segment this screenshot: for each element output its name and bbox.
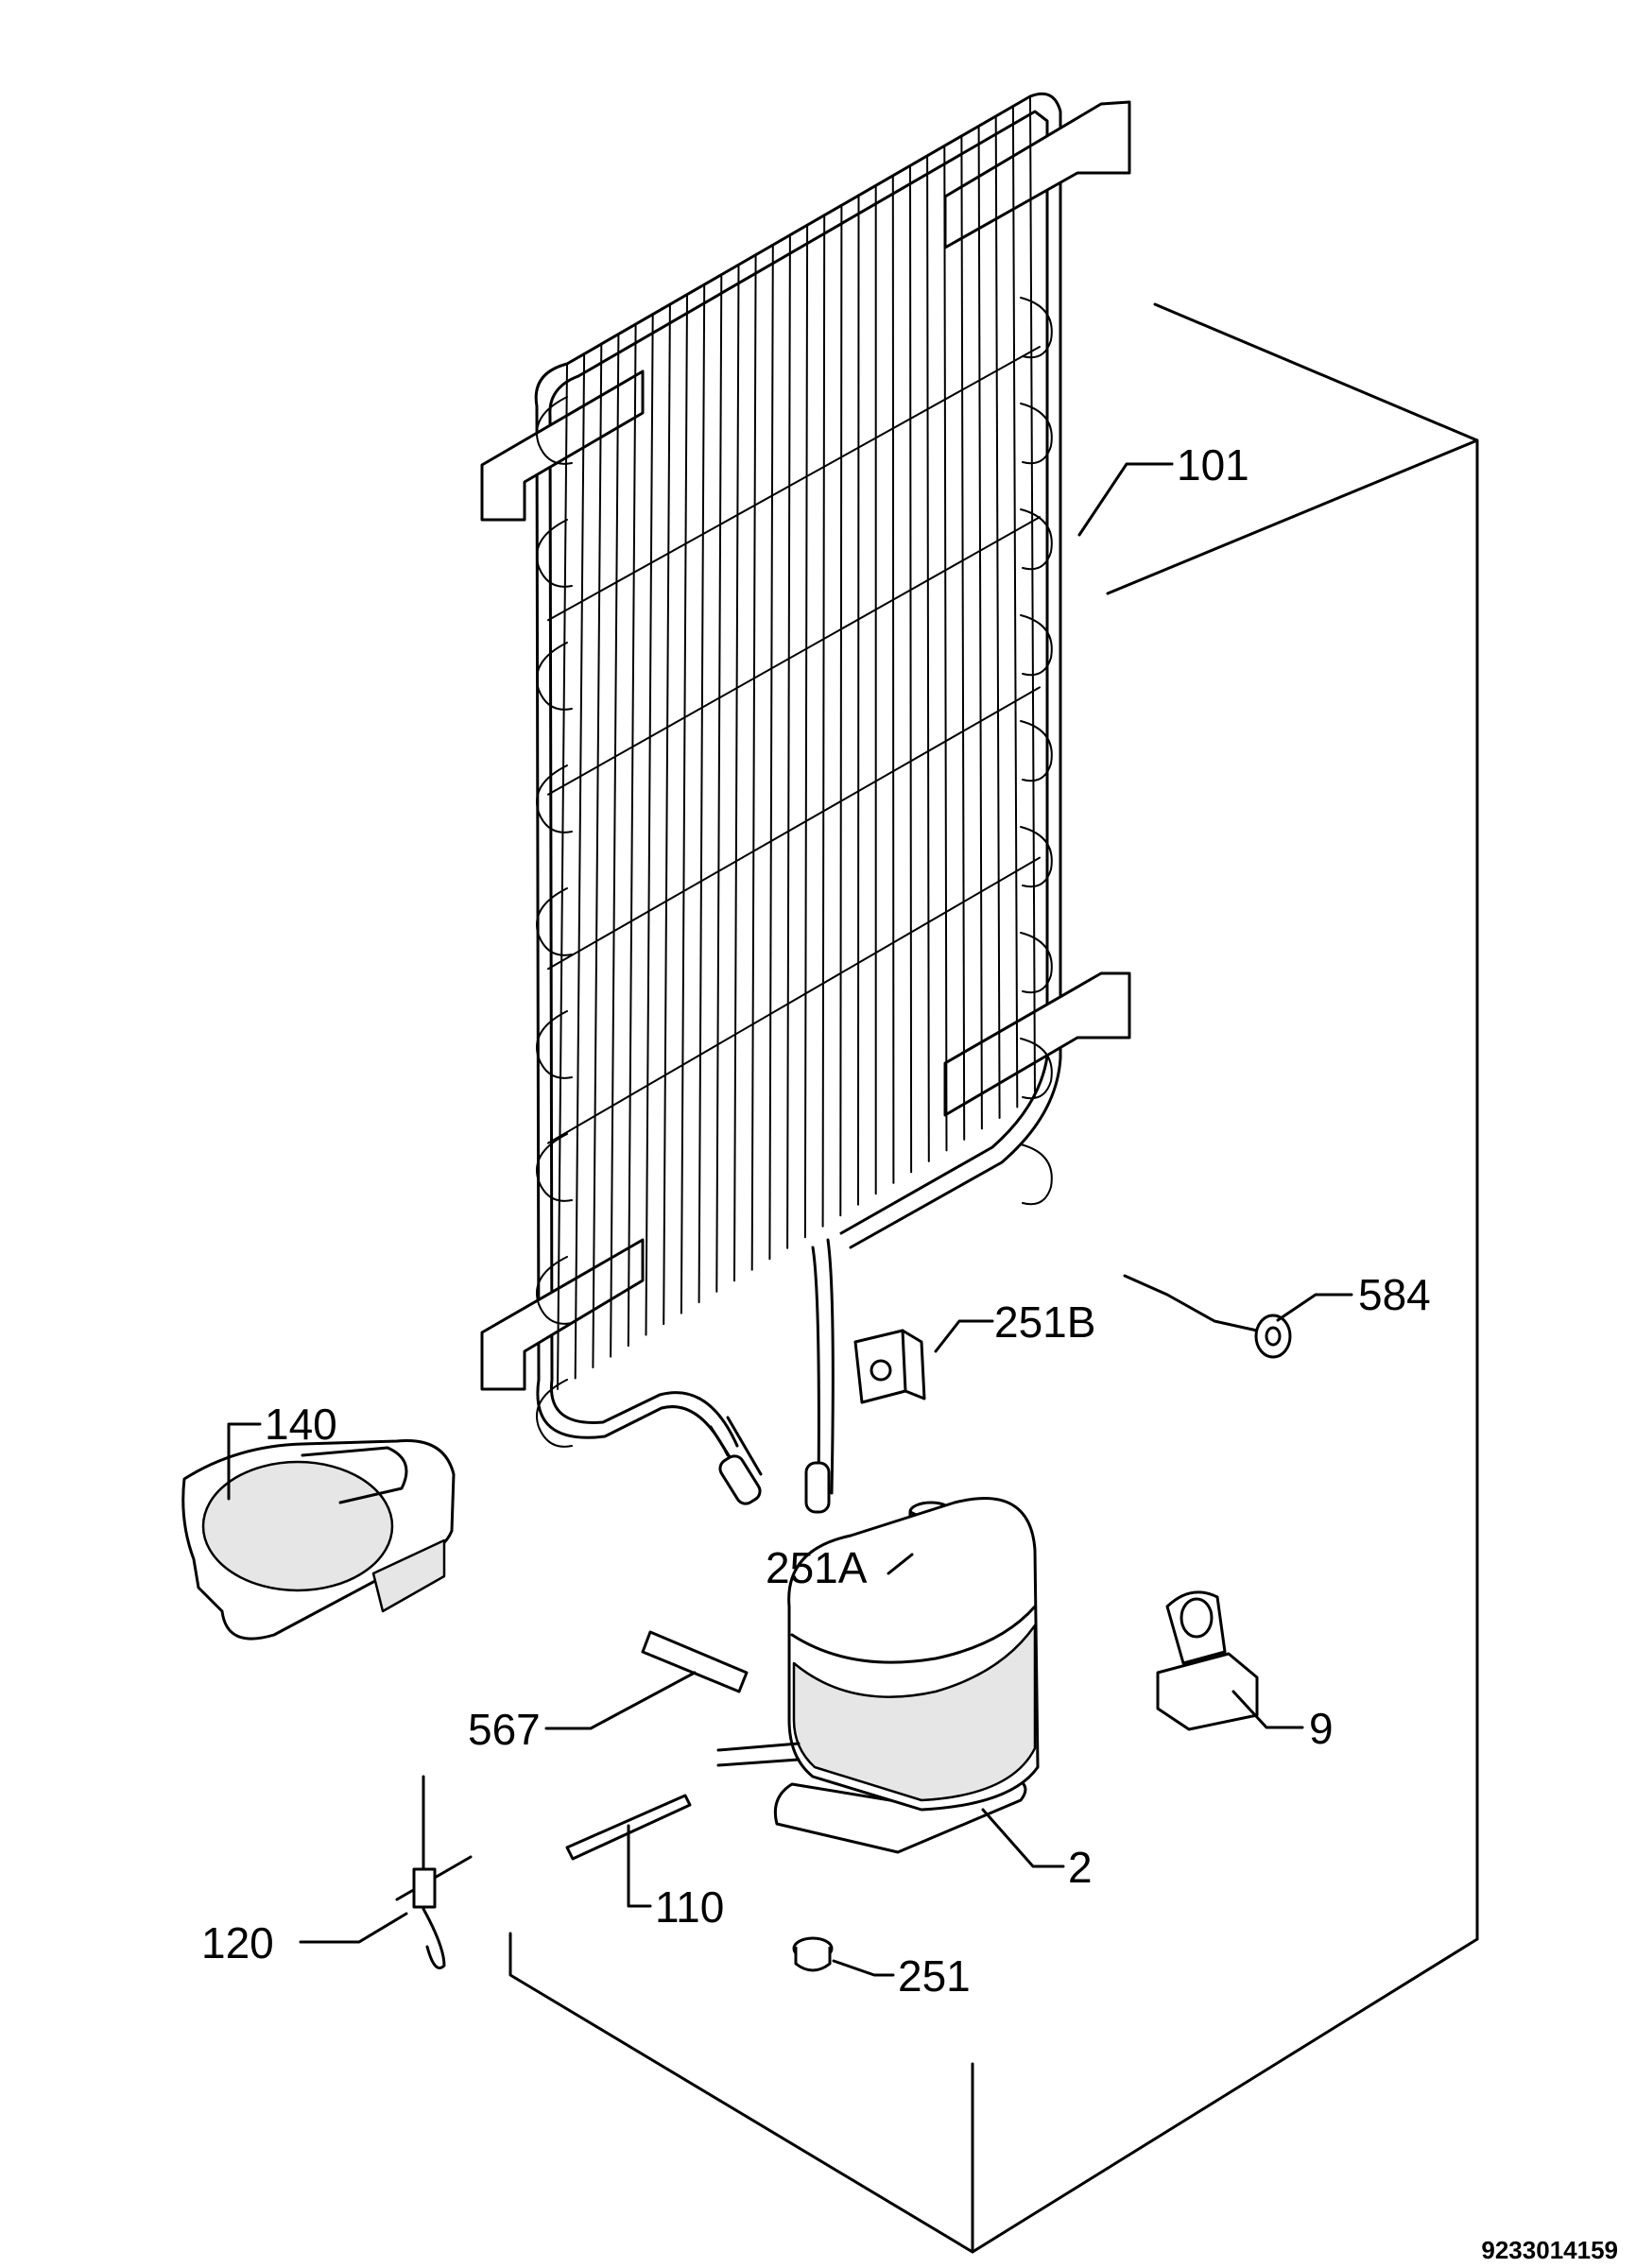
condenser-tube bbox=[663, 303, 671, 1326]
label-584: 584 bbox=[1358, 1270, 1431, 1319]
condenser-tube bbox=[926, 154, 930, 1162]
condenser-tube bbox=[839, 204, 843, 1217]
condenser-tube bbox=[891, 174, 895, 1184]
service-valve bbox=[395, 1775, 473, 1969]
temperature-sensor bbox=[1123, 1274, 1292, 1359]
mounting-bracket bbox=[641, 1630, 749, 1693]
condenser-tube bbox=[977, 125, 983, 1130]
condenser-loop bbox=[536, 396, 573, 465]
condenser-loop bbox=[1020, 826, 1053, 888]
condenser-crosswire bbox=[547, 346, 1041, 622]
condenser-tube bbox=[960, 134, 966, 1141]
condenser-tube bbox=[768, 244, 774, 1261]
condenser-tube bbox=[994, 115, 1001, 1119]
condenser-loop bbox=[536, 519, 573, 588]
drip-tray bbox=[181, 1438, 456, 1641]
leader-lines bbox=[227, 462, 1353, 1977]
condenser-tube bbox=[592, 343, 603, 1368]
condenser-tube bbox=[786, 233, 791, 1249]
cabinet-outline bbox=[508, 302, 1479, 2254]
condenser-tube bbox=[715, 273, 723, 1293]
label-101: 101 bbox=[1177, 440, 1249, 490]
condenser-tube bbox=[750, 253, 757, 1271]
condenser-tube bbox=[680, 293, 688, 1314]
condenser-loop bbox=[1020, 1143, 1053, 1206]
condenser-loop bbox=[536, 765, 573, 833]
condenser-tube bbox=[733, 264, 740, 1282]
condenser-loop bbox=[536, 1133, 573, 1202]
condenser-loop bbox=[1020, 614, 1053, 677]
condenser-tube bbox=[645, 313, 654, 1336]
condenser-tube bbox=[1011, 105, 1019, 1108]
condenser-tube bbox=[909, 164, 913, 1174]
label-140: 140 bbox=[265, 1400, 337, 1449]
condenser-tube bbox=[1029, 95, 1036, 1097]
condenser-tube bbox=[943, 145, 948, 1152]
condenser-tube bbox=[574, 352, 586, 1380]
label-9: 9 bbox=[1309, 1704, 1334, 1753]
condenser-loop bbox=[536, 887, 573, 956]
condenser-loop bbox=[1020, 297, 1053, 359]
condenser-tube bbox=[627, 323, 637, 1348]
condenser-crosswire bbox=[547, 516, 1041, 796]
foot-grommet bbox=[792, 1936, 834, 1972]
condenser-loop bbox=[536, 1379, 573, 1448]
condenser-tube bbox=[821, 214, 826, 1228]
condenser-tube bbox=[697, 284, 706, 1304]
condenser-tube bbox=[557, 363, 568, 1390]
label-110: 110 bbox=[655, 1882, 724, 1932]
condenser-coil bbox=[480, 92, 1131, 1514]
label-567: 567 bbox=[468, 1705, 541, 1754]
label-251a: 251A bbox=[766, 1543, 868, 1592]
compressor bbox=[716, 1497, 1040, 1854]
condenser-tube bbox=[857, 194, 860, 1206]
condenser-crosswire bbox=[547, 686, 1041, 971]
condenser-loop bbox=[1020, 508, 1053, 571]
condenser-loop bbox=[1020, 720, 1053, 782]
condenser-loop bbox=[536, 642, 573, 711]
condenser-loop bbox=[1020, 1038, 1053, 1100]
drawing-code: 9233014159 bbox=[1481, 2236, 1618, 2264]
condenser-tube bbox=[803, 224, 809, 1239]
label-120: 120 bbox=[201, 1918, 274, 1967]
start-relay bbox=[1156, 1590, 1259, 1731]
label-2: 2 bbox=[1068, 1843, 1093, 1892]
label-251: 251 bbox=[898, 1951, 971, 2001]
condenser-loop bbox=[1020, 932, 1053, 994]
label-251b: 251B bbox=[994, 1297, 1095, 1347]
condenser-loop bbox=[536, 1256, 573, 1325]
condenser-loop bbox=[536, 1010, 573, 1079]
grommet-b bbox=[853, 1329, 926, 1404]
condenser-tube bbox=[610, 333, 620, 1358]
condenser-loop bbox=[1020, 403, 1053, 465]
